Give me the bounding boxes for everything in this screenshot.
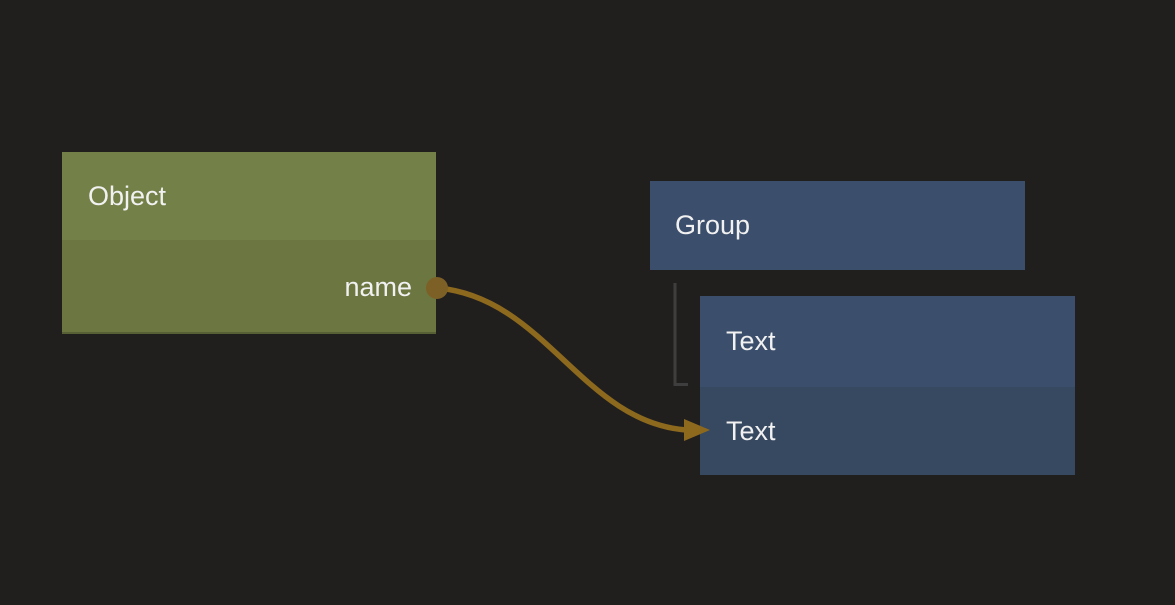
node-object-body: name bbox=[62, 240, 436, 334]
node-text-header[interactable]: Text bbox=[700, 296, 1075, 387]
field-label-text: Text bbox=[726, 415, 776, 446]
node-group-title: Group bbox=[675, 210, 751, 240]
node-text-row-child[interactable]: Text bbox=[700, 387, 1075, 475]
field-label-name: name bbox=[344, 271, 412, 302]
connection-edge[interactable] bbox=[434, 285, 689, 433]
node-object[interactable]: Object name bbox=[62, 152, 436, 334]
node-object-row-name[interactable]: name bbox=[62, 240, 436, 334]
node-object-header[interactable]: Object bbox=[62, 152, 436, 240]
node-object-title: Object bbox=[88, 180, 167, 211]
tree-connector-line bbox=[673, 283, 688, 386]
node-group[interactable]: Group bbox=[650, 181, 1025, 270]
node-group-header[interactable]: Group bbox=[650, 181, 1025, 270]
node-text[interactable]: Text Text bbox=[700, 296, 1075, 475]
node-text-title: Text bbox=[726, 326, 776, 356]
